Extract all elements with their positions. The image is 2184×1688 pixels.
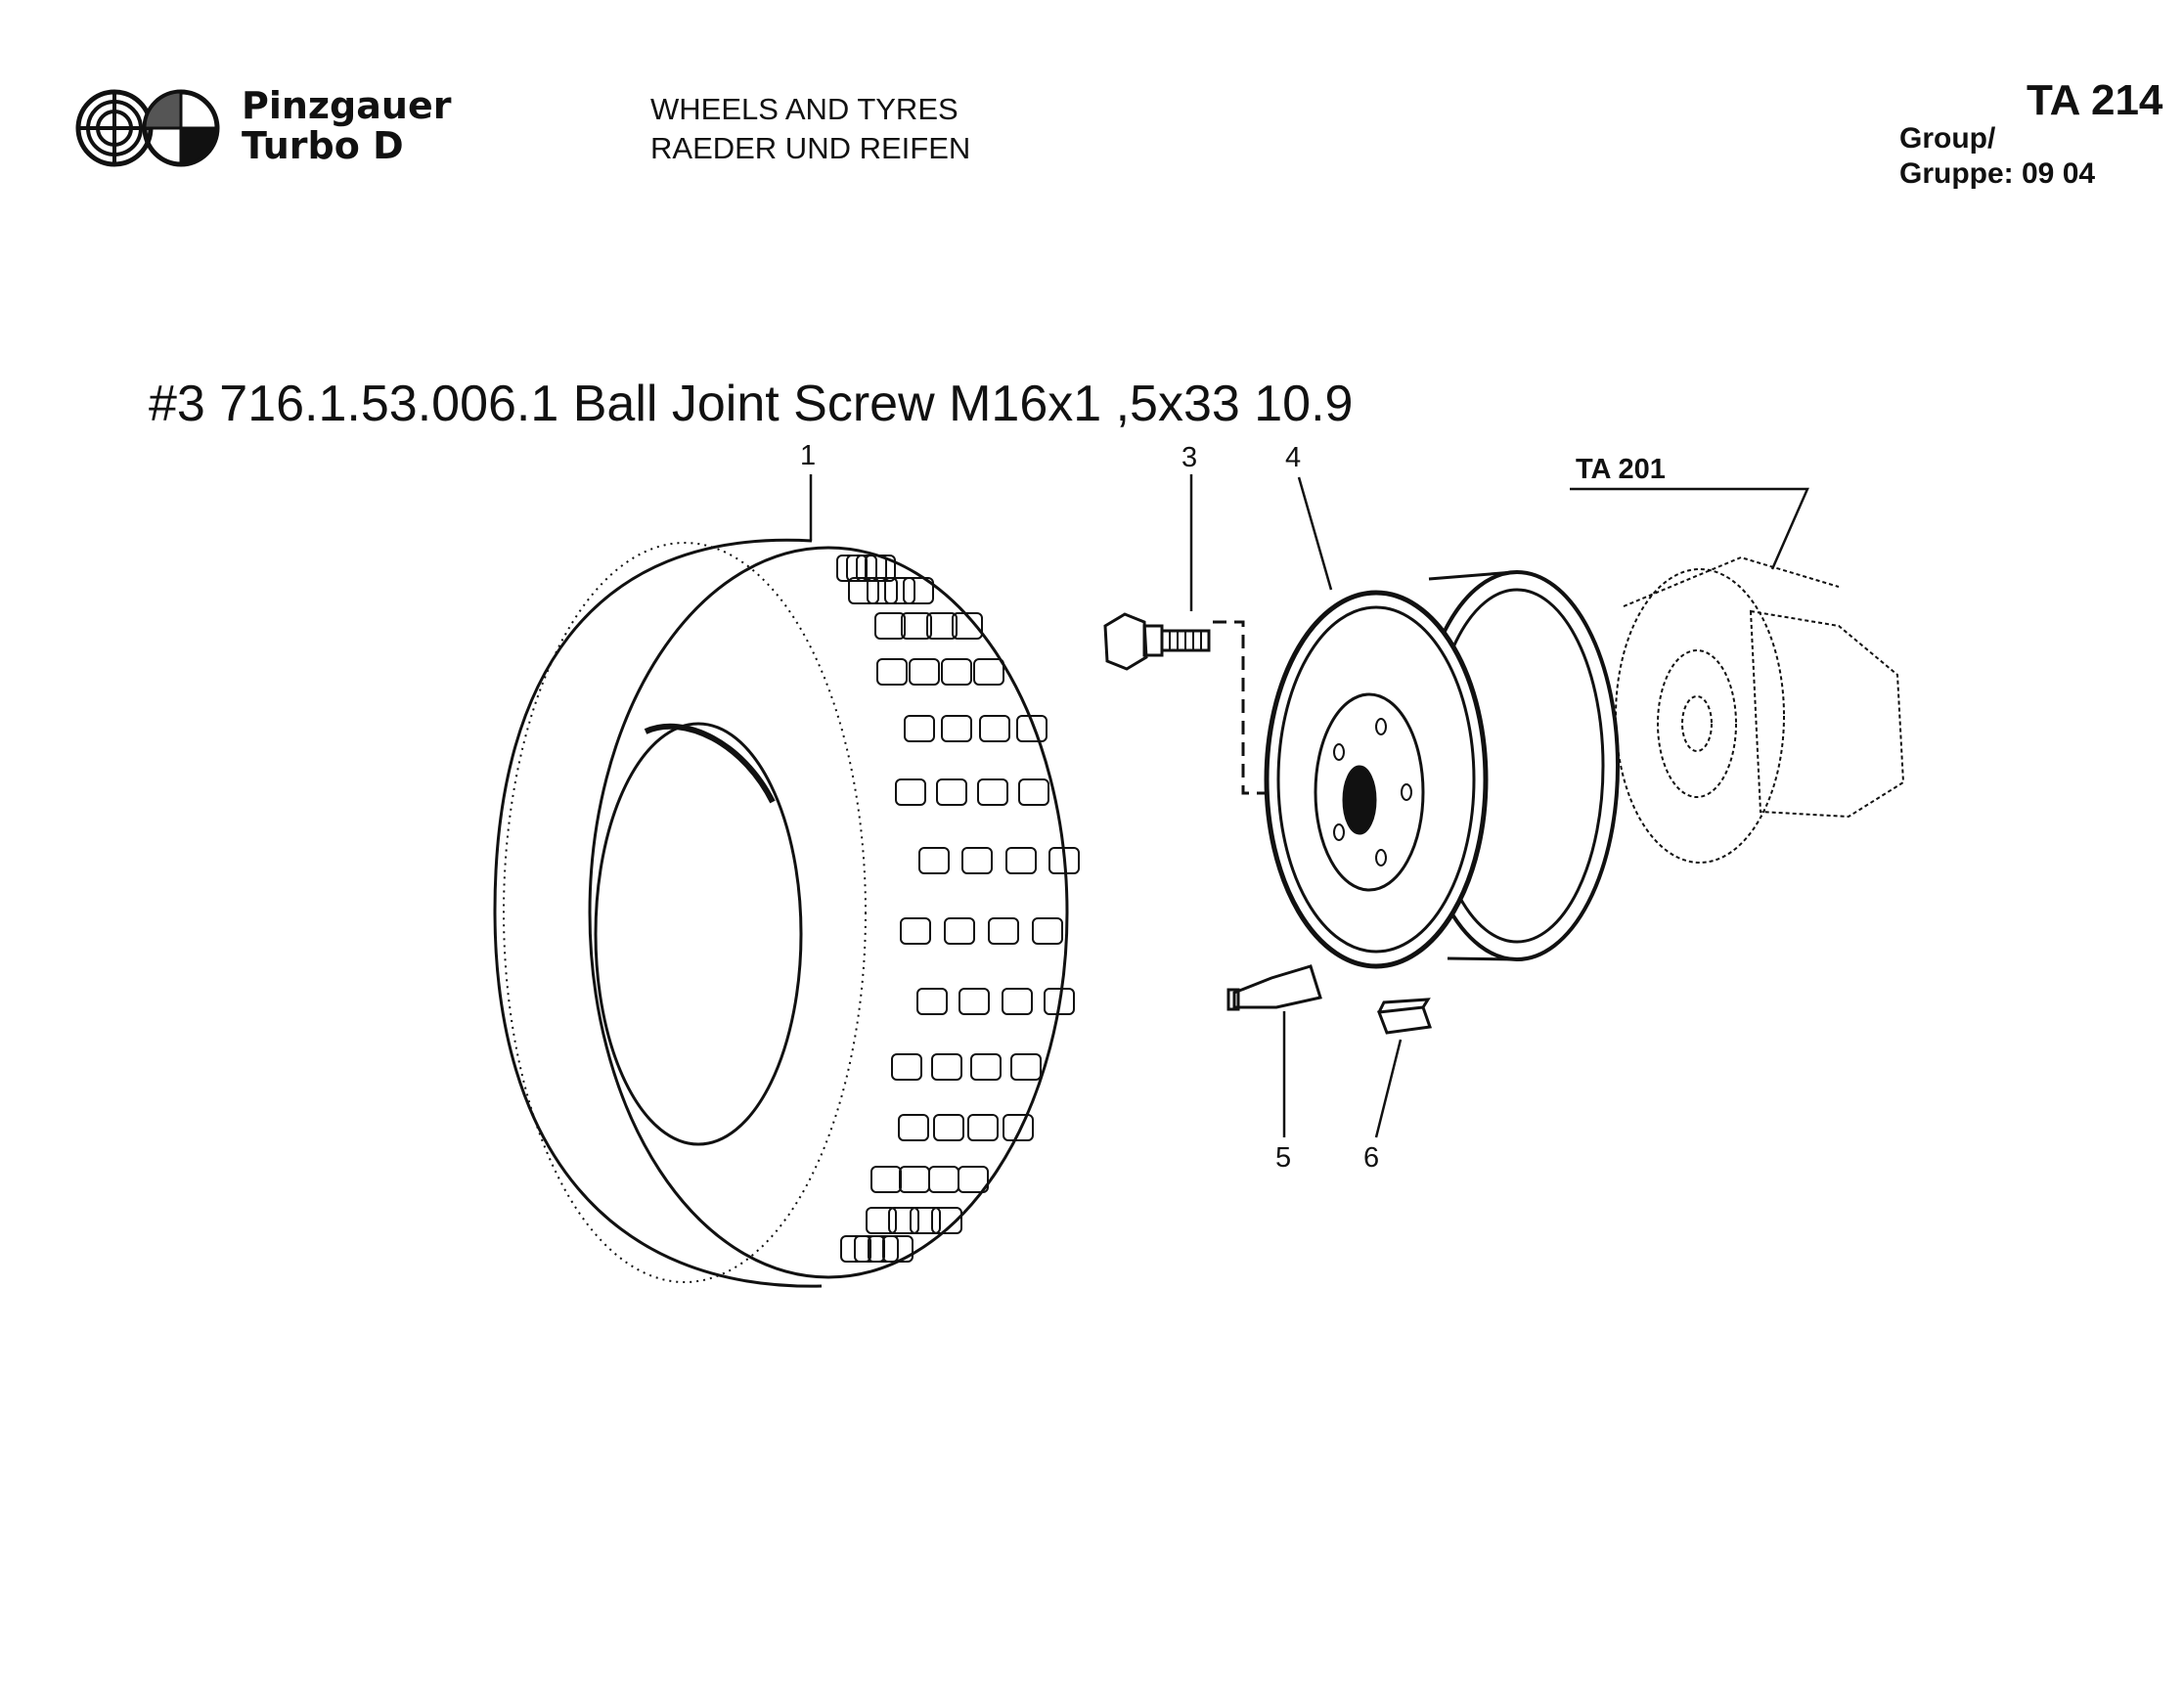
tread-block	[973, 658, 1004, 686]
tread-block	[848, 577, 879, 604]
valve-drawing	[1226, 964, 1322, 1011]
callout-reference: TA 201	[1576, 454, 1666, 485]
callout-4: 4	[1285, 442, 1302, 473]
callout-6: 6	[1363, 1142, 1380, 1174]
tread-block	[1016, 715, 1047, 742]
tread-block	[970, 1053, 1002, 1081]
tread-block	[895, 778, 926, 806]
tread-block	[891, 1053, 922, 1081]
tread-block	[944, 917, 975, 945]
bolt-hole	[1375, 718, 1387, 735]
tread-block	[926, 612, 958, 640]
brand-model: Turbo D	[242, 124, 404, 167]
brake-disc-drawing	[1615, 555, 1905, 864]
callout-3: 3	[1181, 442, 1198, 473]
section-title-de: RAEDER UND REIFEN	[650, 131, 971, 165]
dashed-assembly-line	[1213, 620, 1271, 795]
callout-5: 5	[1275, 1142, 1292, 1174]
tread-block	[931, 1207, 962, 1234]
tread-block	[952, 612, 983, 640]
leader-lines	[809, 474, 1809, 1138]
steyr-puch-logo	[75, 89, 220, 167]
tread-block	[876, 658, 908, 686]
tread-block	[933, 1114, 964, 1141]
tread-block	[1010, 1053, 1042, 1081]
tread-block	[909, 658, 940, 686]
group-value: Gruppe: 09 04	[1899, 157, 2096, 190]
bolt-hole	[1333, 823, 1345, 841]
tread-block	[854, 1235, 885, 1263]
callout-1: 1	[800, 440, 817, 471]
tread-block	[979, 715, 1010, 742]
tread-block	[868, 1235, 899, 1263]
tread-block	[884, 577, 915, 604]
tread-block	[900, 917, 931, 945]
tread-block	[903, 577, 934, 604]
tread-block	[988, 917, 1019, 945]
tread-block	[1003, 1114, 1034, 1141]
brand-name: Pinzgauer	[242, 84, 452, 127]
tread-block	[901, 612, 932, 640]
tread-block	[1018, 778, 1049, 806]
tread-block	[910, 1207, 941, 1234]
page-code: TA 214	[2027, 76, 2163, 124]
tread-block	[836, 555, 868, 582]
tread-block	[961, 847, 993, 874]
tread-block	[874, 612, 906, 640]
tread-block	[958, 988, 990, 1015]
tread-block	[870, 1166, 902, 1193]
tread-block	[1048, 847, 1080, 874]
tread-block	[898, 1114, 929, 1141]
tread-block	[1044, 988, 1075, 1015]
ball-joint-screw-drawing	[1103, 612, 1211, 671]
tread-block	[941, 658, 972, 686]
tread-block	[904, 715, 935, 742]
tread-block	[1002, 988, 1033, 1015]
wheel-rim-drawing	[1264, 570, 1620, 969]
tread-block	[899, 1166, 930, 1193]
part-title: #3 716.1.53.006.1 Ball Joint Screw M16x1…	[149, 376, 1354, 432]
tyre-drawing	[493, 538, 1080, 1288]
tread-block	[918, 847, 950, 874]
tread-block	[866, 1207, 897, 1234]
bolt-hole	[1375, 849, 1387, 866]
tread-block	[936, 778, 967, 806]
bolt-hole	[1333, 743, 1345, 761]
tread-block	[1005, 847, 1037, 874]
tread-block	[928, 1166, 959, 1193]
tread-block	[916, 988, 948, 1015]
tread-block	[931, 1053, 962, 1081]
balance-weight-drawing	[1376, 998, 1433, 1035]
tread-block	[840, 1235, 871, 1263]
section-title-en: WHEELS AND TYRES	[650, 92, 958, 126]
group-label: Group/	[1899, 122, 1996, 155]
bolt-hole	[1401, 783, 1412, 801]
tread-blocks	[836, 555, 1080, 1263]
tread-block	[1032, 917, 1063, 945]
tread-block	[977, 778, 1008, 806]
tread-block	[888, 1207, 919, 1234]
tread-block	[967, 1114, 999, 1141]
tread-block	[941, 715, 972, 742]
tread-block	[867, 577, 898, 604]
